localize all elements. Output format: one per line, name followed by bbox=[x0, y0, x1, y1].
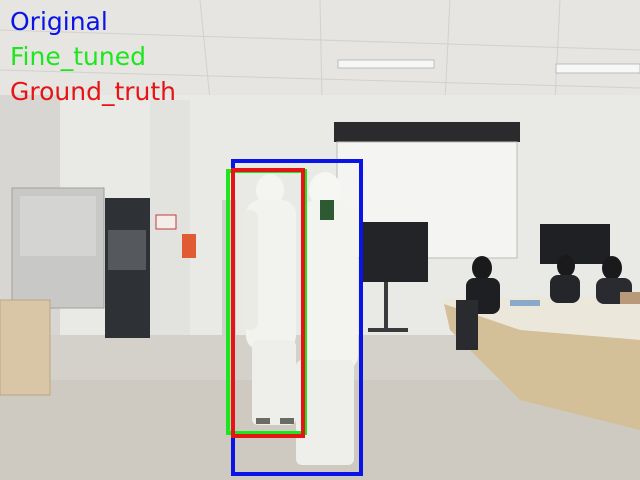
tablet bbox=[510, 300, 540, 306]
tv-monitor bbox=[360, 222, 428, 282]
legend-original: Original bbox=[10, 7, 108, 36]
laptop bbox=[620, 292, 640, 304]
legend-ground-truth: Ground_truth bbox=[10, 77, 177, 106]
ceiling-grid bbox=[0, 0, 640, 101]
ground-truth-bounding-box bbox=[231, 168, 305, 438]
screen-housing bbox=[334, 122, 520, 142]
seated-person bbox=[472, 256, 492, 280]
seated-person bbox=[602, 256, 622, 280]
legend: Original Fine_tuned Ground_truth bbox=[10, 4, 176, 109]
ceiling-light bbox=[555, 63, 640, 74]
fire-alarm bbox=[182, 234, 196, 258]
ceiling-light bbox=[337, 59, 435, 69]
seated-person bbox=[557, 255, 575, 277]
wall-sign bbox=[155, 214, 177, 230]
chair bbox=[456, 300, 478, 350]
walking-person-left bbox=[242, 174, 296, 425]
counter bbox=[0, 299, 51, 396]
wall-monitor bbox=[540, 224, 610, 264]
legend-fine-tuned: Fine_tuned bbox=[10, 42, 146, 71]
walking-person-right bbox=[296, 172, 358, 465]
